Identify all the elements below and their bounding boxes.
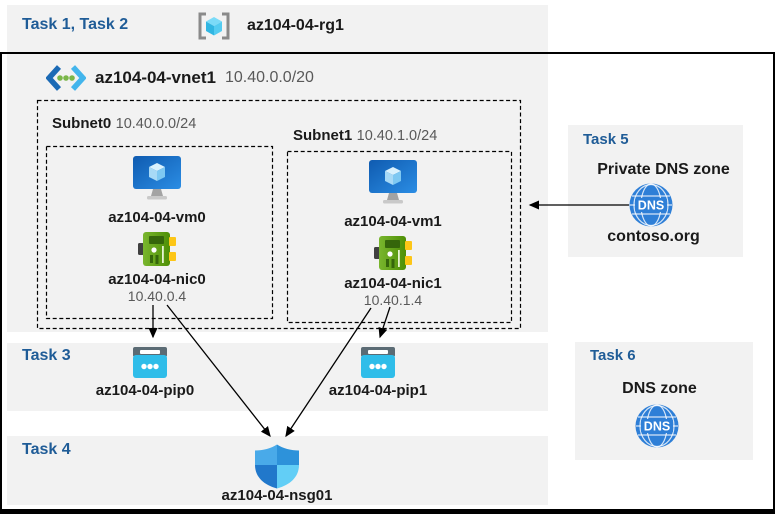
nic1-ip: 10.40.1.4 bbox=[363, 292, 423, 308]
public-ip-icon bbox=[361, 347, 395, 378]
public-ip-icon bbox=[133, 347, 167, 378]
nic0-ip: 10.40.0.4 bbox=[127, 288, 187, 304]
vm-icon bbox=[133, 156, 181, 200]
task5-heading: Task 5 bbox=[583, 131, 629, 148]
dns-globe-icon: DNS bbox=[629, 183, 673, 227]
vnet-name: az104-04-vnet1 bbox=[95, 68, 216, 87]
pip1-name: az104-04-pip1 bbox=[328, 382, 428, 399]
subnet0-cidr: 10.40.0.0/24 bbox=[115, 116, 197, 132]
subnet1-name: Subnet1 bbox=[293, 127, 353, 144]
vm-icon bbox=[369, 160, 417, 204]
nic-icon bbox=[374, 236, 412, 270]
svg-text:DNS: DNS bbox=[644, 420, 670, 434]
nic0-name: az104-04-nic0 bbox=[108, 271, 206, 288]
task3-heading: Task 3 bbox=[22, 347, 71, 364]
private-dns-zone-name: contoso.org bbox=[607, 228, 700, 245]
task4-heading: Task 4 bbox=[22, 441, 71, 458]
vm0-name: az104-04-vm0 bbox=[108, 209, 206, 226]
dns-zone-title: DNS zone bbox=[622, 380, 697, 397]
nsg-name: az104-04-nsg01 bbox=[221, 487, 333, 504]
private-dns-zone-title: Private DNS zone bbox=[597, 161, 730, 178]
subnet1-cidr: 10.40.1.0/24 bbox=[356, 128, 438, 144]
svg-text:DNS: DNS bbox=[638, 199, 664, 213]
vm1-name: az104-04-vm1 bbox=[344, 213, 442, 230]
task3-band bbox=[7, 343, 548, 411]
task6-heading: Task 6 bbox=[590, 347, 636, 364]
nic1-name: az104-04-nic1 bbox=[344, 275, 442, 292]
vnet-cidr: 10.40.0.0/20 bbox=[224, 69, 314, 86]
task1-2-heading: Task 1, Task 2 bbox=[22, 16, 129, 33]
nic-icon bbox=[138, 232, 176, 266]
resource-group-name: az104-04-rg1 bbox=[247, 17, 344, 34]
virtual-network-icon bbox=[46, 65, 86, 91]
dns-globe-icon: DNS bbox=[635, 404, 679, 448]
resource-group-icon bbox=[198, 12, 230, 40]
nsg-shield-icon bbox=[255, 444, 299, 489]
subnet0-name: Subnet0 bbox=[52, 115, 112, 132]
pip0-name: az104-04-pip0 bbox=[95, 382, 195, 399]
